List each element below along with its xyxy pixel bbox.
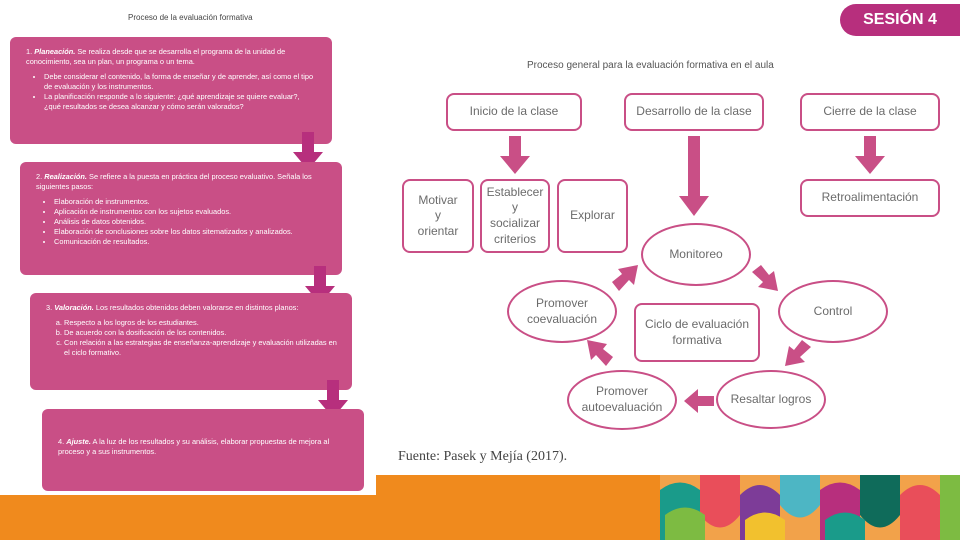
step-1-list: Debe considerar el contenido, la forma d… [26,72,318,112]
phase-desarrollo: Desarrollo de la clase [624,93,764,131]
cycle-arrow-icon [752,265,778,291]
list-item: La planificación responde a lo siguiente… [44,92,318,112]
cycle-arrow-icon [684,389,714,413]
arrow-down-icon [318,380,348,418]
session-badge: SESIÓN 4 [840,4,960,36]
right-diagram-title: Proceso general para la evaluación forma… [527,60,774,71]
list-item: Con relación a las estrategias de enseña… [64,338,338,358]
list-item: Análisis de datos obtenidos. [54,217,328,227]
step-4-intro: 4. Ajuste. A la luz de los resultados y … [58,437,330,456]
step-realizacion: 2. Realización. Se refiere a la puesta e… [20,162,342,275]
node-monitoreo: Monitoreo [641,223,751,286]
cycle-arrow-icon [587,340,613,366]
cycle-arrow-icon [785,340,811,366]
step-3-list: Respecto a los logros de los estudiantes… [46,318,338,358]
left-diagram-title: Proceso de la evaluación formativa [128,13,253,22]
decorative-color-band [0,475,960,540]
phase-cierre: Cierre de la clase [800,93,940,131]
list-item: Elaboración de instrumentos. [54,197,328,207]
arrow-down-icon [293,132,323,170]
step-2-list: Elaboración de instrumentos. Aplicación … [36,197,328,247]
box-establecer: Establecer y socializar criterios [480,179,550,253]
step-3-intro: 3. Valoración. Los resultados obtenidos … [46,303,299,312]
cycle-center: Ciclo de evaluación formativa [634,303,760,362]
node-autoevaluacion: Promover autoevaluación [567,370,677,430]
arrow-down-icon [500,136,530,174]
source-caption: Fuente: Pasek y Mejía (2017). [398,449,568,464]
list-item: Debe considerar el contenido, la forma d… [44,72,318,92]
phase-inicio: Inicio de la clase [446,93,582,131]
arrow-down-icon [855,136,885,174]
box-motivar: Motivar y orientar [402,179,474,253]
list-item: Comunicación de resultados. [54,237,328,247]
step-planeacion: 1. Planeación. Se realiza desde que se d… [10,37,332,144]
node-coevaluacion: Promover coevaluación [507,280,617,343]
step-valoracion: 3. Valoración. Los resultados obtenidos … [30,293,352,390]
arrow-down-icon [679,136,709,216]
list-item: Aplicación de instrumentos con los sujet… [54,207,328,217]
box-retroalimentacion: Retroalimentación [800,179,940,217]
cycle-arrow-icon [612,265,638,291]
step-ajuste: 4. Ajuste. A la luz de los resultados y … [42,409,364,491]
step-1-intro: 1. Planeación. Se realiza desde que se d… [26,47,286,66]
list-item: Elaboración de conclusiones sobre los da… [54,227,328,237]
node-control: Control [778,280,888,343]
step-2-intro: 2. Realización. Se refiere a la puesta e… [36,172,312,191]
list-item: Respecto a los logros de los estudiantes… [64,318,338,328]
box-explorar: Explorar [557,179,628,253]
node-resaltar-logros: Resaltar logros [716,370,826,429]
list-item: De acuerdo con la dosificación de los co… [64,328,338,338]
